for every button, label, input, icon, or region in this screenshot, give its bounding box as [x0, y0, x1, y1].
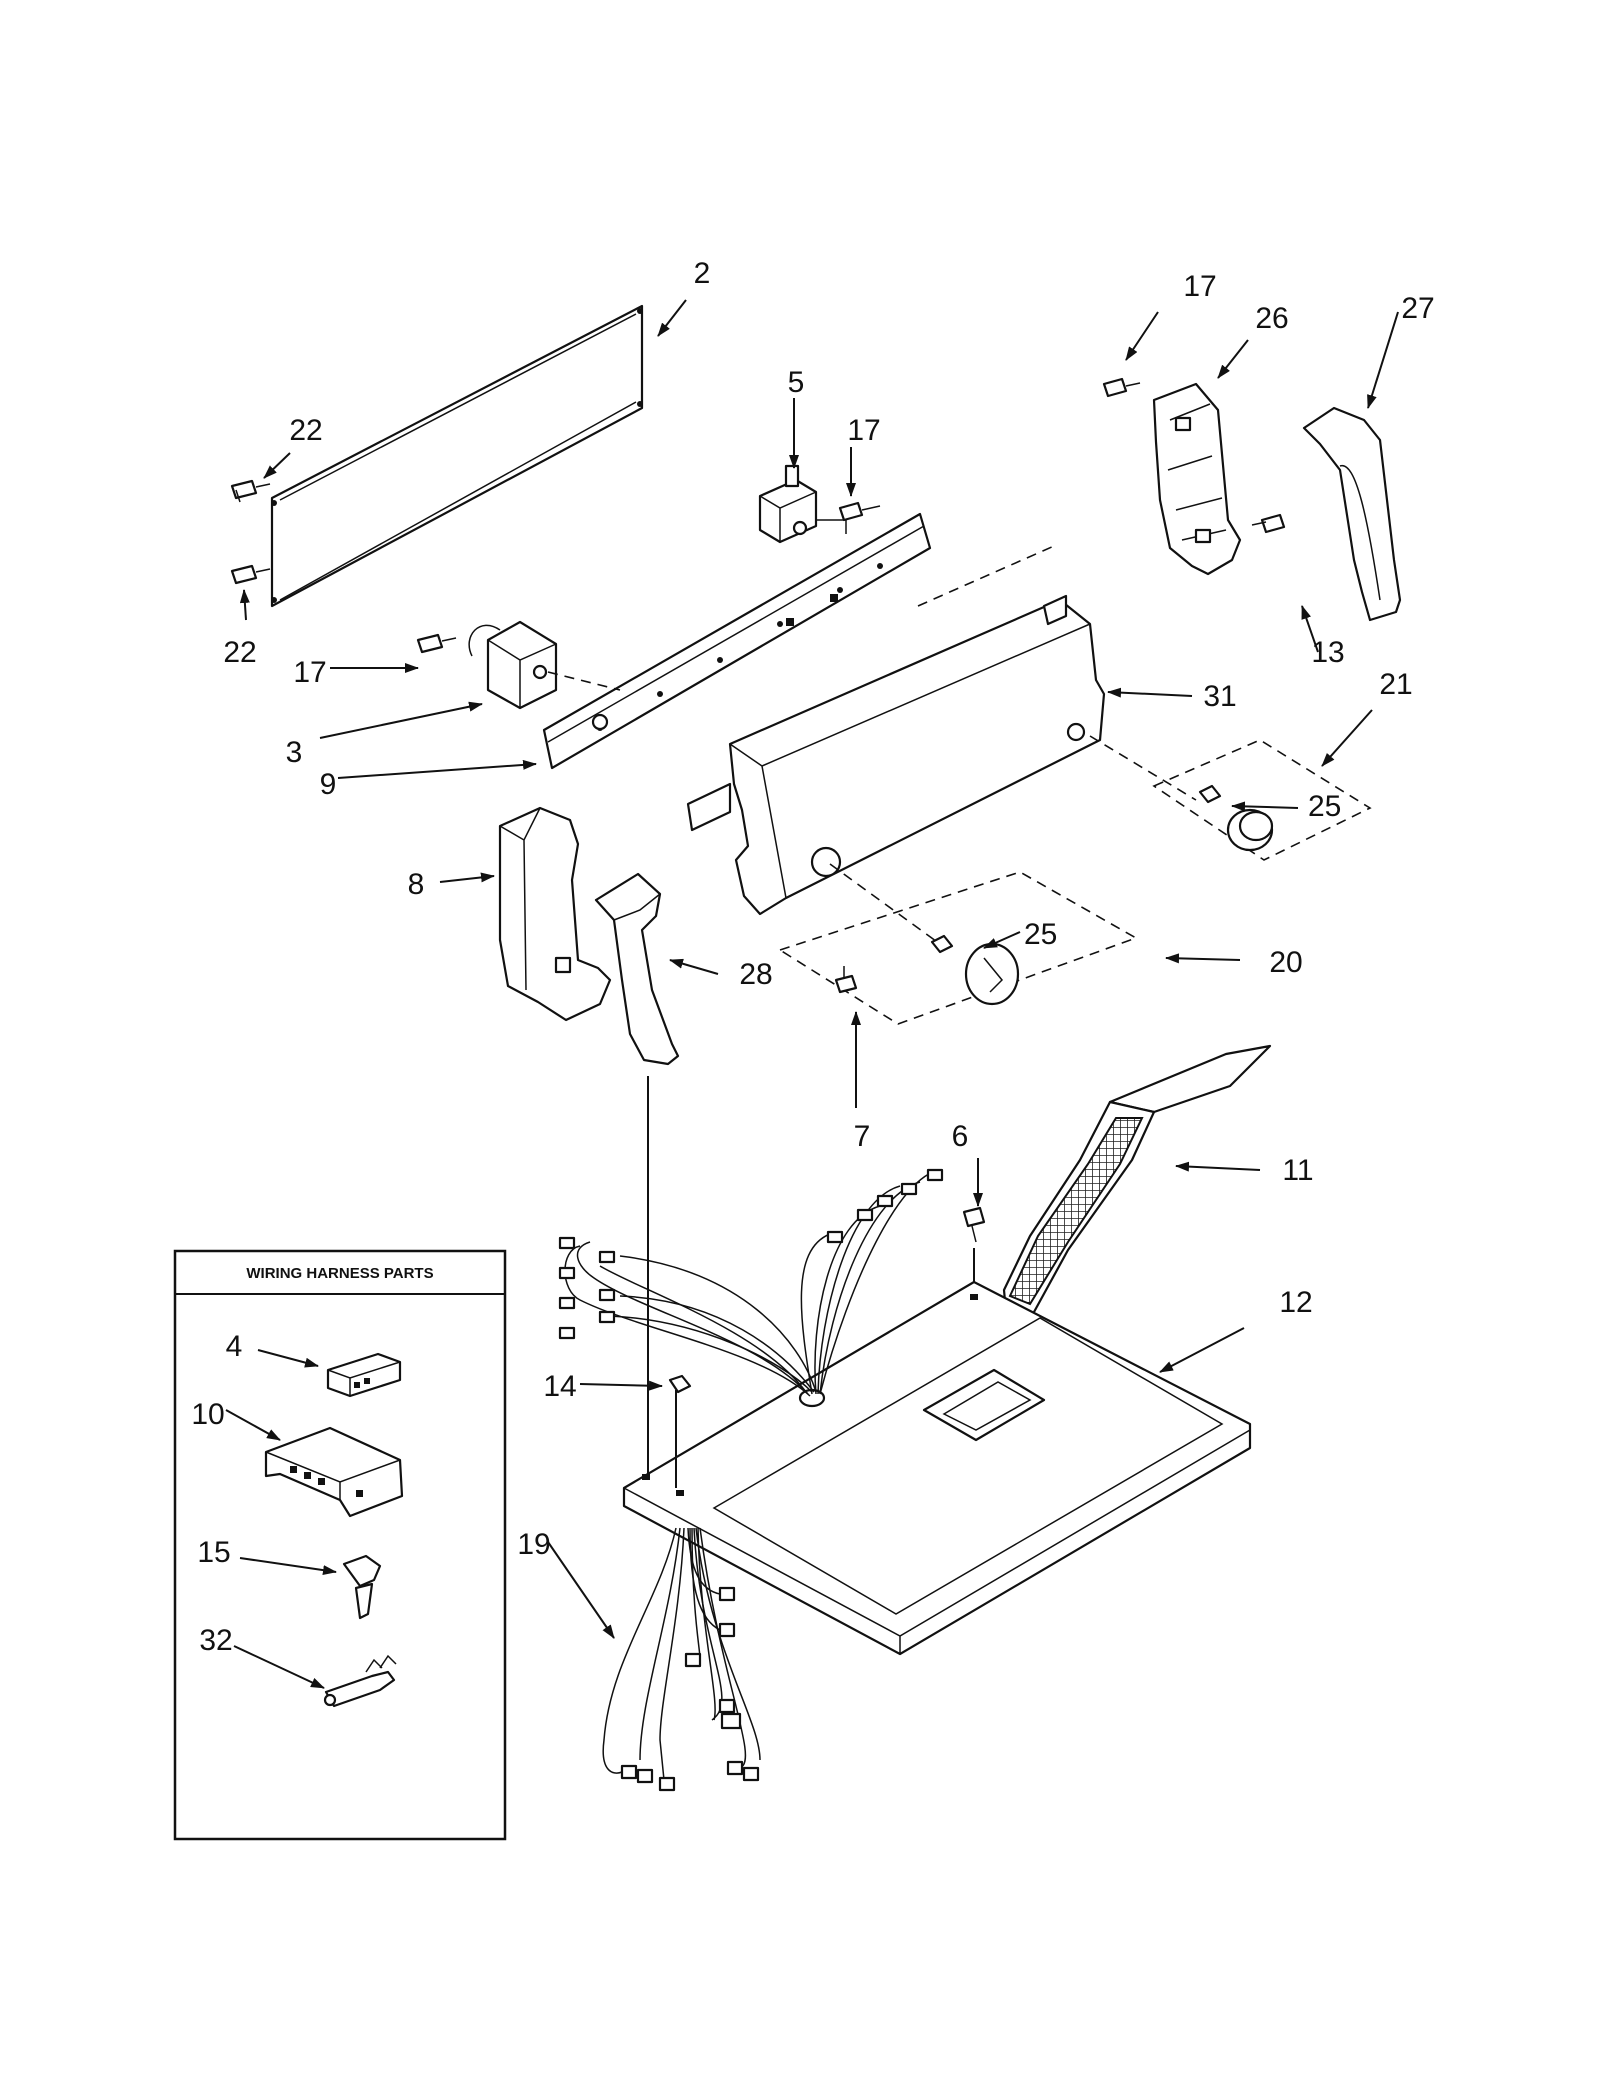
callout-17-left: 17	[293, 656, 326, 689]
part-22-screws	[230, 479, 271, 585]
callout-25-left: 25	[1024, 918, 1057, 951]
part-31-console	[686, 545, 1106, 916]
callout-28: 28	[739, 958, 772, 991]
callout-15: 15	[197, 1536, 230, 1569]
part-10-connector-block	[264, 1426, 404, 1518]
part-17-screw-left	[416, 633, 457, 654]
part-26-endcap-right	[1152, 382, 1242, 576]
part-13-screw	[1251, 513, 1286, 534]
callout-8: 8	[408, 868, 425, 901]
part-14-clip	[668, 1374, 692, 1488]
callout-14: 14	[543, 1370, 576, 1403]
part-3-timer	[468, 620, 621, 710]
leader-arrows	[225, 299, 1399, 1689]
wire-harness-upper	[558, 1168, 944, 1397]
part-32-terminal	[323, 1654, 397, 1708]
callout-21: 21	[1379, 668, 1412, 701]
callout-17-center: 17	[847, 414, 880, 447]
callout-12: 12	[1279, 1286, 1312, 1319]
part-12-top-panel	[622, 1280, 1252, 1656]
callout-19: 19	[517, 1528, 550, 1561]
wiring-box-title: WIRING HARNESS PARTS	[246, 1265, 433, 1282]
callout-3: 3	[286, 736, 303, 769]
callout-25-right: 25	[1308, 790, 1341, 823]
callout-11: 11	[1282, 1154, 1313, 1187]
callout-2: 2	[694, 257, 711, 290]
callout-6: 6	[952, 1120, 969, 1153]
part-28-trim-left	[594, 872, 680, 1066]
wiring-harness-box: WIRING HARNESS PARTS	[173, 1249, 507, 1841]
part-15-terminal-clip	[342, 1554, 382, 1620]
callout-22-bottom: 22	[223, 636, 256, 669]
part-4-connector	[326, 1352, 402, 1398]
callout-31: 31	[1203, 680, 1236, 713]
callout-22-top: 22	[289, 414, 322, 447]
part-20-knob-group	[778, 863, 1138, 1025]
part-21-knob-group	[1089, 735, 1372, 861]
callout-9: 9	[320, 768, 337, 801]
callout-10: 10	[191, 1398, 224, 1431]
callout-labels: 2 22 22 5 17 17 26 27 17 3 9 31 13 21 25…	[191, 257, 1434, 1657]
part-2-panel	[270, 304, 644, 608]
part-19-harness	[602, 1527, 761, 1792]
part-7-screw	[834, 966, 858, 994]
part-17-screw-center	[838, 501, 881, 522]
callout-17-right: 17	[1183, 270, 1216, 303]
callout-27: 27	[1401, 292, 1434, 325]
part-17-screw-right	[1102, 377, 1141, 398]
callout-7: 7	[854, 1120, 871, 1153]
part-8-endcap-left	[498, 806, 612, 1022]
callout-20: 20	[1269, 946, 1302, 979]
callout-5: 5	[788, 366, 805, 399]
callout-4: 4	[226, 1330, 243, 1363]
part-5-switch	[758, 464, 847, 544]
callout-13: 13	[1311, 636, 1344, 669]
part-27-trim-right	[1302, 406, 1402, 622]
part-9-bracket	[542, 512, 932, 770]
callout-26: 26	[1255, 302, 1288, 335]
part-11-lint-screen	[1002, 1044, 1272, 1324]
callout-32: 32	[199, 1624, 232, 1657]
